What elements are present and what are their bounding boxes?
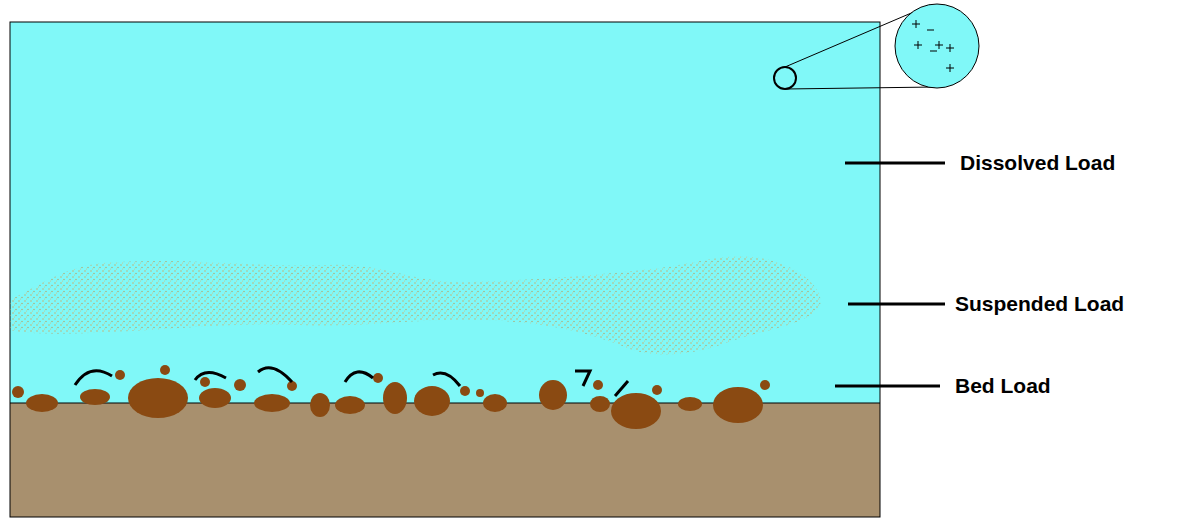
frame bbox=[10, 22, 880, 517]
suspended-sediment bbox=[10, 256, 821, 354]
ion-symbols bbox=[912, 20, 954, 72]
leader-lines bbox=[835, 163, 945, 386]
layer-label: Bed Load bbox=[955, 374, 1051, 398]
ion-zoom bbox=[774, 4, 979, 89]
saltation-paths bbox=[75, 368, 628, 396]
bed-load-particles bbox=[12, 365, 770, 429]
layer-label: Suspended Load bbox=[955, 292, 1124, 316]
layer-label: Dissolved Load bbox=[960, 151, 1115, 175]
water bbox=[10, 22, 880, 403]
